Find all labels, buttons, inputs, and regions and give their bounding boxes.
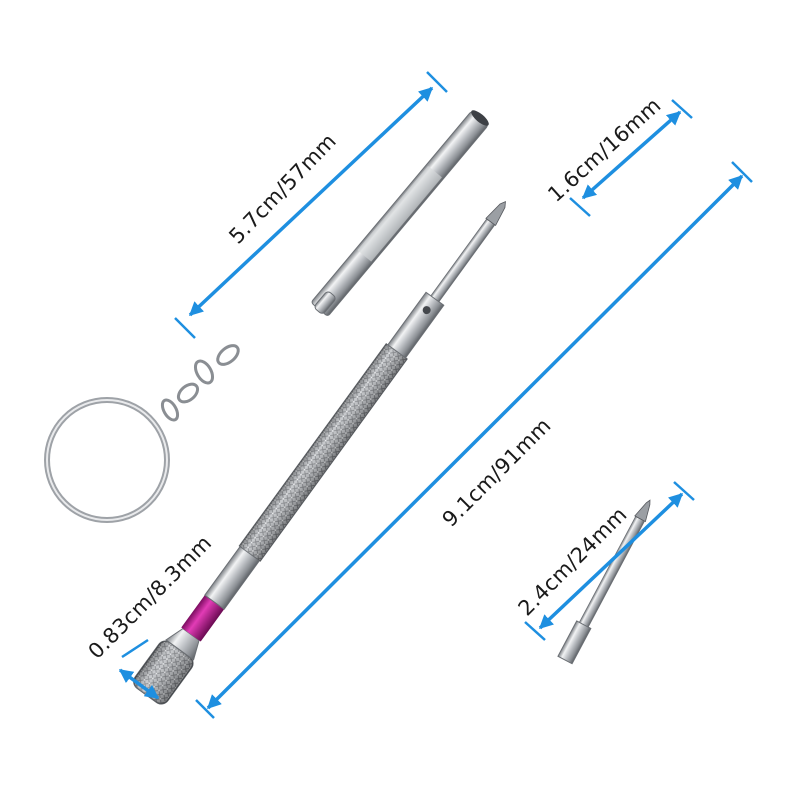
arrow-total-length [206,174,744,710]
label-total-length: 9.1cm/91mm [438,413,556,531]
keychain-chain [160,344,240,422]
arrow-spare-bit-length [538,492,684,630]
dimension-arrows [118,71,753,719]
precision-screwdriver [133,201,506,705]
label-tip-length: 1.6cm/16mm [543,93,665,207]
arrow-head-diameter [118,668,160,700]
